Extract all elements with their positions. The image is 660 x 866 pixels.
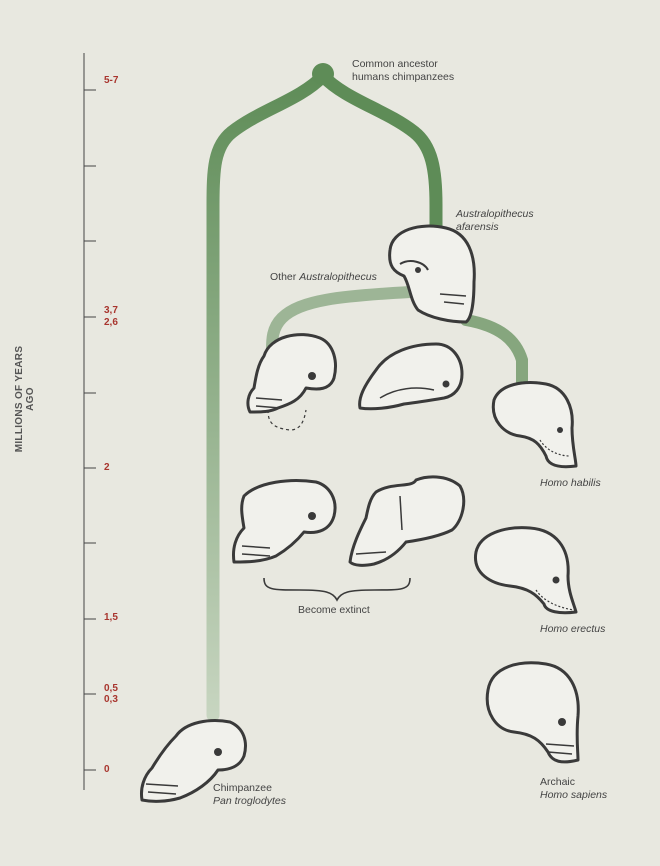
homo-branch xyxy=(460,314,528,391)
label-homo-habilis: Homo habilis xyxy=(540,477,601,489)
ancestor-node xyxy=(312,63,334,85)
skull-chimpanzee xyxy=(140,719,247,803)
skull-homo-habilis xyxy=(491,381,578,469)
human-branch-top xyxy=(316,69,443,245)
label-other-australopithecus: Other Australopithecus xyxy=(270,271,377,283)
label-become-extinct: Become extinct xyxy=(298,604,370,616)
time-axis xyxy=(83,53,96,790)
axis-title: MILLIONS OF YEARS AGO xyxy=(14,345,36,453)
tick-label: 5-7 xyxy=(104,75,119,86)
skull-afarensis xyxy=(388,224,476,324)
tick-label: 0 xyxy=(104,764,110,775)
other-australopithecus-branch xyxy=(266,286,416,356)
tick-label: 2 xyxy=(104,462,110,473)
tick-label: 2,6 xyxy=(104,317,118,328)
skull-other-australopithecus-1 xyxy=(246,333,337,431)
label-homo-erectus: Homo erectus xyxy=(540,623,606,635)
tick-label: 1,5 xyxy=(104,612,118,623)
tick-label: 0,5 xyxy=(104,683,118,694)
label-common-ancestor: Common ancestor humans chimpanzees xyxy=(352,58,455,83)
skull-center-upper xyxy=(358,342,464,411)
chimp-branch xyxy=(206,69,330,722)
skull-paranthropus xyxy=(348,475,466,567)
label-chimpanzee: Chimpanzee Pan troglodytes xyxy=(213,782,286,807)
tick-label: 3,7 xyxy=(104,305,118,316)
label-archaic-sapiens: Archaic Homo sapiens xyxy=(540,776,608,801)
skull-other-australopithecus-2 xyxy=(232,479,337,564)
skull-homo-sapiens xyxy=(485,661,580,764)
tick-label: 0,3 xyxy=(104,694,118,705)
extinct-brace xyxy=(263,577,411,602)
label-afarensis: Australopithecus afarensis xyxy=(456,208,534,233)
skull-homo-erectus xyxy=(474,526,578,615)
